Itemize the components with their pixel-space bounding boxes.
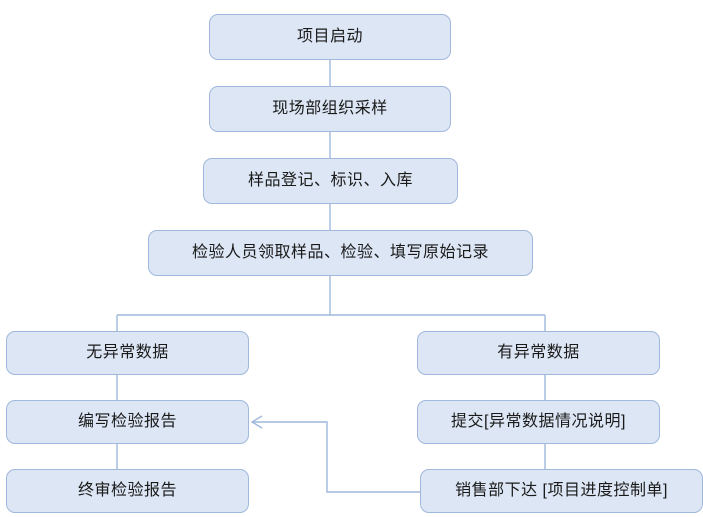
arrowhead-feedback-icon (250, 415, 263, 429)
node-label-write-report: 编写检验报告 (77, 413, 177, 431)
node-field-sampling[interactable]: 现场部组织采样 (209, 86, 451, 132)
node-label-has-abnormal-data: 有异常数据 (497, 344, 580, 362)
node-sales-dept-order[interactable]: 销售部下达 [项目进度控制单] (420, 469, 703, 513)
node-submit-abnormal-note[interactable]: 提交[异常数据情况说明] (417, 400, 660, 444)
node-label-no-abnormal-data: 无异常数据 (86, 344, 169, 362)
node-final-report[interactable]: 终审检验报告 (6, 469, 249, 513)
node-label-inspection-record: 检验人员领取样品、检验、填写原始记录 (191, 244, 489, 262)
node-inspection-record[interactable]: 检验人员领取样品、检验、填写原始记录 (148, 230, 533, 276)
node-sample-registration[interactable]: 样品登记、标识、入库 (203, 158, 458, 204)
node-label-sample-registration: 样品登记、标识、入库 (247, 172, 413, 190)
node-has-abnormal-data[interactable]: 有异常数据 (417, 331, 660, 375)
node-label-sales-dept-order: 销售部下达 [项目进度控制单] (455, 482, 668, 500)
connector-sales-order-feedback (253, 421, 420, 493)
node-no-abnormal-data[interactable]: 无异常数据 (6, 331, 249, 375)
node-project-start[interactable]: 项目启动 (209, 14, 451, 60)
node-write-report[interactable]: 编写检验报告 (6, 400, 249, 444)
node-label-final-report: 终审检验报告 (77, 482, 177, 500)
node-label-submit-abnormal-note: 提交[异常数据情况说明] (451, 413, 626, 431)
node-label-project-start: 项目启动 (296, 28, 363, 46)
node-label-field-sampling: 现场部组织采样 (272, 100, 388, 118)
